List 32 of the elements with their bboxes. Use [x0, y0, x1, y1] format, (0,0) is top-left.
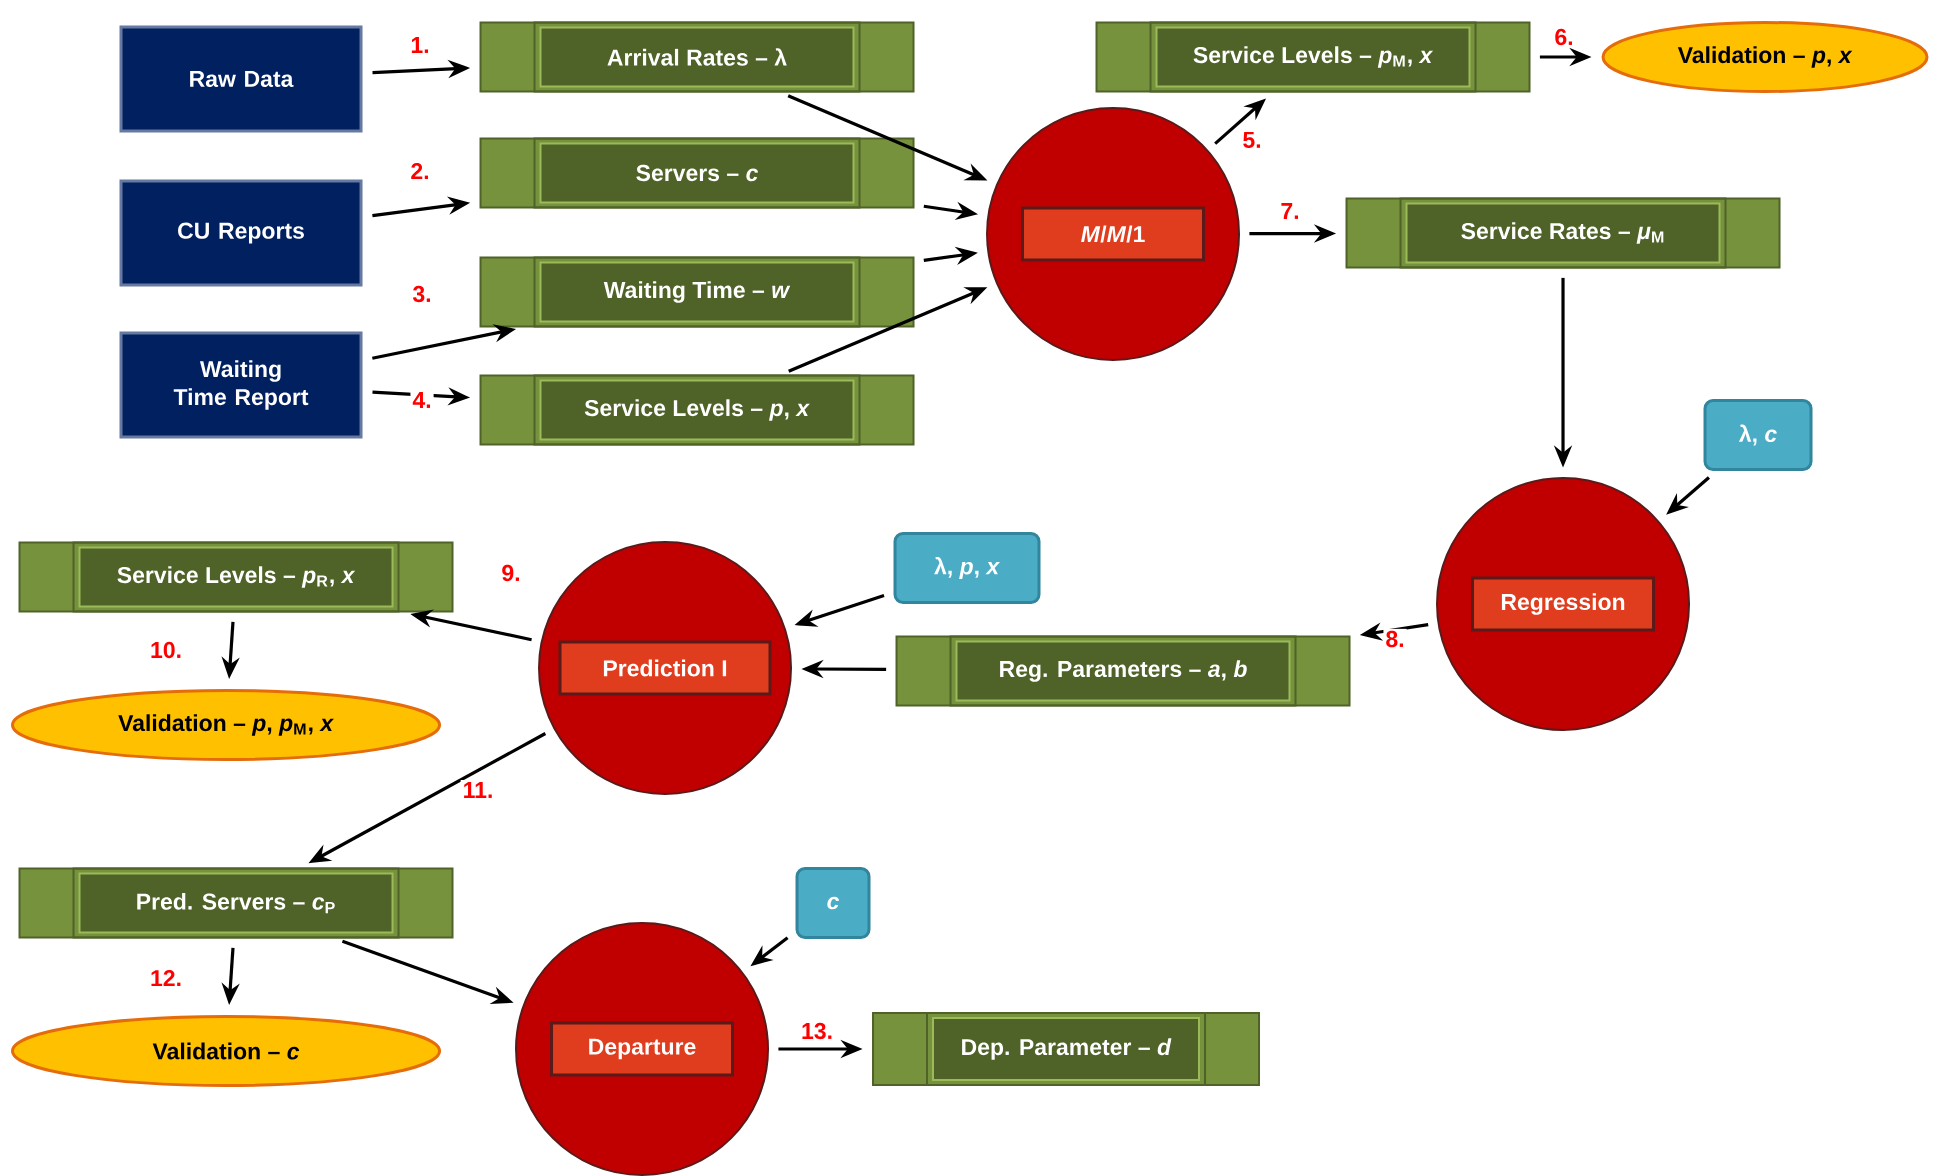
edge-label: 8. — [1383, 628, 1407, 650]
edge-label: 12. — [148, 967, 184, 989]
input-tag: c — [795, 867, 871, 939]
parameter-bar: Waiting Time – w — [479, 256, 915, 328]
validation-oval: Validation – p, p$_{M}$, x — [11, 689, 441, 761]
parameter-bar: Servers – c — [479, 137, 915, 209]
source-box: CU Reports — [119, 179, 363, 287]
edge-label: 11. — [460, 780, 496, 800]
parameter-bar: Service Levels – p, x — [479, 374, 915, 446]
input-tag: λ, c — [1703, 399, 1813, 471]
edge-label: 3. — [410, 283, 434, 305]
source-box: Waiting Time Report — [119, 331, 363, 439]
edge-label: 4. — [410, 390, 434, 410]
input-tag: λ, p, x — [893, 532, 1041, 604]
edge-label: 13. — [799, 1020, 835, 1042]
edge-label: 1. — [408, 35, 432, 55]
parameter-bar: Pred. Servers – c$_{P}$ — [18, 867, 454, 939]
edge-label: 7. — [1278, 201, 1302, 221]
edge-label: 9. — [499, 562, 523, 584]
edge-label: 5. — [1240, 129, 1264, 150]
validation-oval: Validation – p, x — [1601, 21, 1929, 93]
source-box: Raw Data — [119, 25, 363, 133]
parameter-bar: Service Rates – μ$_{M}$ — [1345, 197, 1781, 269]
edge-label: 2. — [408, 160, 432, 182]
parameter-bar: Dep. Parameter – d — [872, 1012, 1260, 1086]
edge-label: 10. — [148, 639, 184, 661]
parameter-bar: Service Levels – p$_{R}$, x — [18, 541, 454, 613]
parameter-bar: Arrival Rates – λ — [479, 21, 915, 93]
parameter-bar: Reg. Parameters – a, b — [895, 635, 1351, 707]
validation-oval: Validation – c — [11, 1015, 441, 1087]
edge-label: 6. — [1552, 26, 1576, 48]
parameter-bar: Service Levels – p$_{M}$, x — [1095, 21, 1531, 93]
